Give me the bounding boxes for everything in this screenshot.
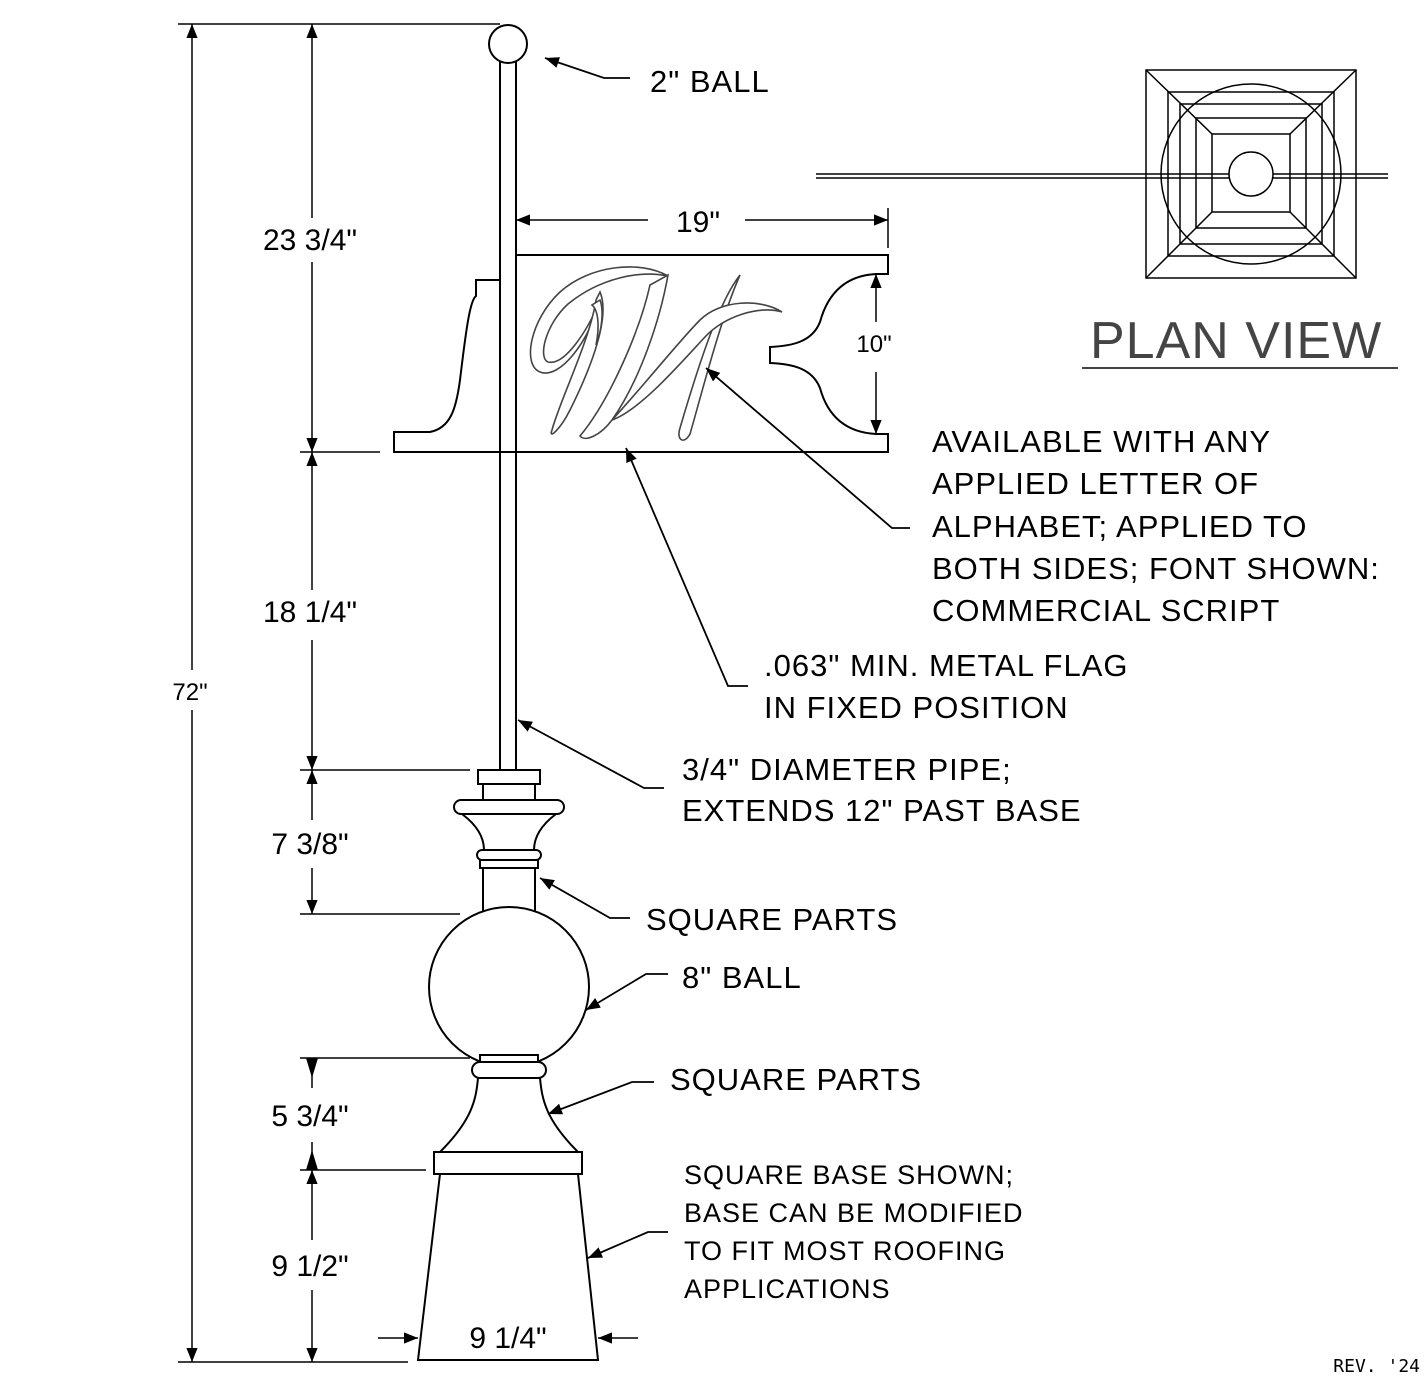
dim-flag-width: 19" [676, 206, 720, 239]
letter-note-line-4: BOTH SIDES; FONT SHOWN: [932, 551, 1380, 586]
lower-flare [437, 1077, 581, 1153]
upper-flare [459, 813, 559, 851]
upper-collar-neck [482, 783, 536, 801]
letter-note-line-3: ALPHABET; APPLIED TO [932, 509, 1308, 544]
upper-collar [477, 769, 541, 785]
callouts: 2" BALL AVAILABLE WITH ANY APPLIED LETTE… [646, 64, 1380, 1304]
dim-base-width: 9 1/4" [469, 1322, 546, 1355]
base-note-line-1: SQUARE BASE SHOWN; [684, 1160, 1014, 1190]
plan-view-title: PLAN VIEW [1090, 312, 1382, 370]
pipe [499, 57, 517, 771]
letter-note-line-2: APPLIED LETTER OF [932, 466, 1259, 501]
letter-note-line-5: COMMERCIAL SCRIPT [932, 593, 1280, 628]
callout-square-parts-upper: SQUARE PARTS [646, 902, 898, 937]
square-base [416, 1173, 600, 1361]
base-note-line-2: BASE CAN BE MODIFIED [684, 1198, 1024, 1228]
metal-flag [393, 254, 889, 453]
top-ball [488, 24, 528, 64]
dim-collar-section: 7 3/8" [271, 828, 348, 861]
revision-label: REV. '24 [1333, 1356, 1420, 1377]
letter-note-line-1: AVAILABLE WITH ANY [932, 424, 1271, 459]
dimension-lines: 72" 23 3/4" 18 1/4" 7 3/8" 5 3/4" 9 1/2"… [172, 23, 892, 1363]
base-note-line-4: APPLICATIONS [684, 1274, 891, 1304]
dim-base-height: 9 1/2" [271, 1250, 348, 1283]
flag-note-line-2: IN FIXED POSITION [764, 690, 1069, 725]
callout-big-ball: 8" BALL [682, 960, 802, 995]
dim-ball-section: 5 3/4" [271, 1100, 348, 1133]
big-ball [428, 906, 590, 1068]
upper-ring-1 [476, 849, 542, 861]
pipe-note-line-2: EXTENDS 12" PAST BASE [682, 793, 1082, 828]
dim-flag-to-collar: 18 1/4" [263, 596, 357, 629]
plan-view: PLAN VIEW [816, 69, 1398, 370]
base-note-line-3: TO FIT MOST ROOFING [684, 1236, 1006, 1266]
applied-letter-w [529, 266, 783, 441]
plan-ball-circle [1160, 83, 1342, 265]
upper-cap [453, 799, 565, 815]
flag-note-line-1: .063" MIN. METAL FLAG [764, 648, 1128, 683]
lower-ring [471, 1061, 547, 1079]
callout-leaders [517, 57, 910, 1259]
callout-top-ball: 2" BALL [650, 64, 770, 99]
weathervane-elevation [393, 24, 889, 1361]
base-plate [433, 1151, 583, 1175]
plan-pipe-circle [1228, 151, 1274, 197]
dim-flag-height: 10" [856, 331, 891, 358]
upper-ring-2 [479, 859, 539, 869]
pipe-note-line-1: 3/4" DIAMETER PIPE; [682, 752, 1012, 787]
plan-outer-square [1145, 69, 1357, 279]
dim-overall: 72" [172, 679, 207, 706]
callout-square-parts-lower: SQUARE PARTS [670, 1062, 922, 1097]
dim-top-section: 23 3/4" [263, 224, 357, 257]
